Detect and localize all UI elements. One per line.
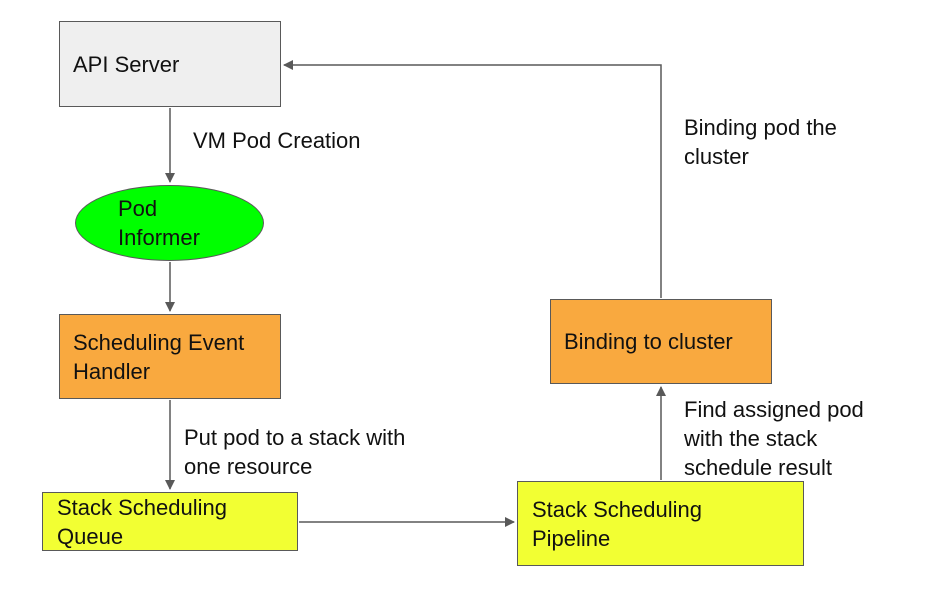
queue-line-2: Queue [57, 523, 124, 549]
pipeline-line-2: Pipeline [532, 525, 611, 551]
binding-to-cluster-node: Binding to cluster [550, 299, 772, 384]
edge-label-put-pod: Put pod to a stack with one resource [184, 423, 405, 481]
put-pod-line-1: Put pod to a stack with [184, 425, 406, 450]
handler-text: Scheduling Event Handler [73, 328, 244, 386]
pipeline-text: Stack Scheduling Pipeline [532, 495, 702, 553]
scheduling-event-handler-node: Scheduling Event Handler [59, 314, 281, 399]
find-line-1: Find assigned pod [684, 397, 864, 422]
find-line-2: with the stack [684, 426, 818, 451]
api-server-label: API Server [73, 51, 180, 77]
edge-binding-to-api [283, 60, 662, 298]
pod-informer-line-1: Pod [118, 196, 158, 221]
binding-label: Binding to cluster [564, 329, 733, 354]
queue-line-1: Stack Scheduling [57, 494, 227, 520]
handler-line-2: Handler [73, 358, 151, 384]
handler-line-1: Scheduling Event [73, 329, 245, 355]
edge-label-find-assigned: Find assigned pod with the stack schedul… [684, 395, 864, 482]
pod-informer-line-2: Informer [118, 225, 200, 250]
pod-informer-text: Pod Informer [118, 194, 200, 252]
pod-informer-node: Pod Informer [75, 185, 264, 261]
binding-pod-line-1: Binding pod the [684, 115, 837, 140]
edge-label-binding-pod: Binding pod the cluster [684, 113, 837, 171]
stack-scheduling-pipeline-node: Stack Scheduling Pipeline [517, 481, 804, 566]
api-server-node: API Server [59, 21, 281, 107]
vm-pod-creation-text: VM Pod Creation [193, 128, 361, 153]
find-line-3: schedule result [684, 455, 832, 480]
queue-text: Stack Scheduling Queue [57, 493, 227, 551]
edge-label-vm-pod-creation: VM Pod Creation [193, 126, 361, 155]
pipeline-line-1: Stack Scheduling [532, 496, 702, 522]
put-pod-line-2: one resource [184, 454, 313, 479]
stack-scheduling-queue-node: Stack Scheduling Queue [42, 492, 298, 551]
binding-pod-line-2: cluster [684, 144, 749, 169]
